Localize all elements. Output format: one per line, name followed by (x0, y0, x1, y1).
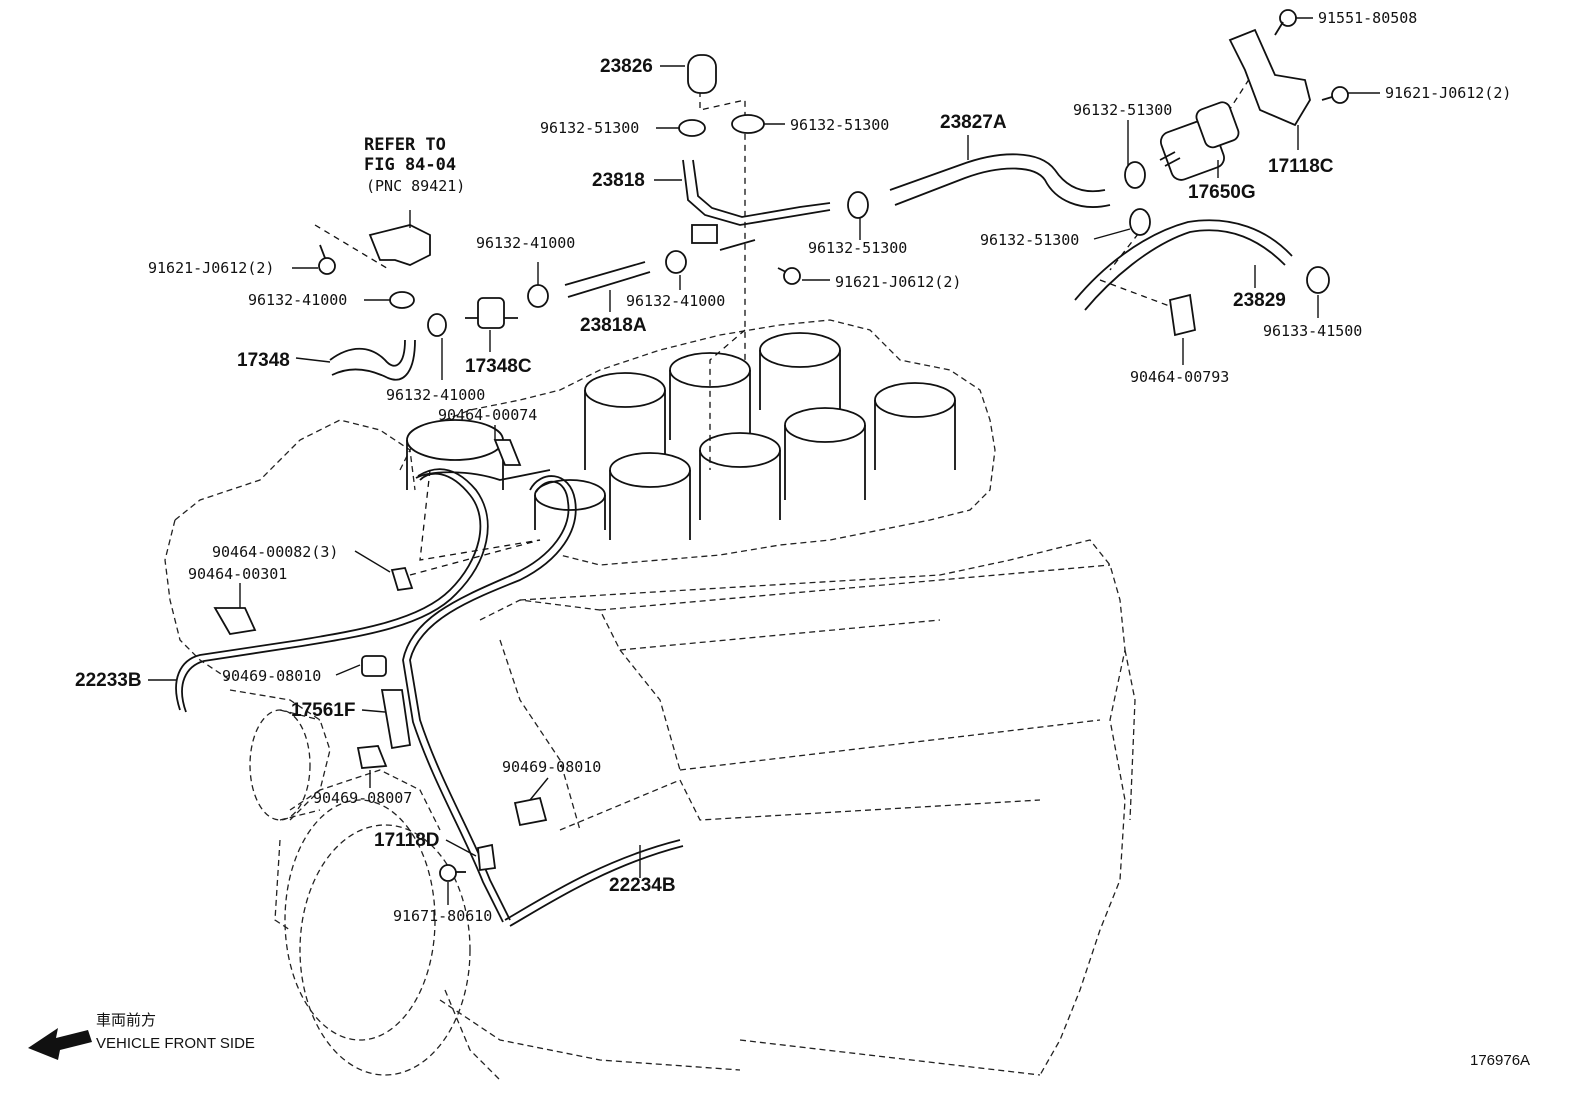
label-91621-J0612-b[interactable]: 91621-J0612(2) (835, 273, 961, 291)
label-90469-08007[interactable]: 90469-08007 (313, 789, 412, 807)
label-90469-08010-a[interactable]: 90469-08010 (222, 667, 321, 685)
reference-line-3: (PNC 89421) (366, 177, 465, 195)
figure-id: 176976A (1470, 1052, 1530, 1069)
engine-outline (164, 319, 1136, 1081)
front-arrow-icon (28, 1028, 92, 1060)
label-96132-51300-e[interactable]: 96132-51300 (980, 231, 1079, 249)
reference-line-2: FIG 84-04 (364, 155, 456, 175)
label-96132-41000-b[interactable]: 96132-41000 (626, 292, 725, 310)
direction-label-en: VEHICLE FRONT SIDE (96, 1035, 255, 1052)
label-17118D[interactable]: 17118D (374, 830, 440, 851)
label-91551-80508[interactable]: 91551-80508 (1318, 9, 1417, 27)
label-96132-41000-a[interactable]: 96132-41000 (476, 234, 575, 252)
label-90469-08010-b[interactable]: 90469-08010 (502, 758, 601, 776)
direction-label-jp: 車両前方 (96, 1012, 156, 1029)
reference-line-1: REFER TO (364, 135, 446, 155)
leader-lines (148, 17, 1380, 905)
part-labels: 23826 96132-51300 96132-51300 23818 2382… (75, 9, 1511, 925)
label-91621-J0612-c[interactable]: 91621-J0612(2) (148, 259, 274, 277)
label-17650G[interactable]: 17650G (1188, 182, 1256, 203)
label-90464-00793[interactable]: 90464-00793 (1130, 368, 1229, 386)
label-96132-41000-c[interactable]: 96132-41000 (248, 291, 347, 309)
label-96133-41500[interactable]: 96133-41500 (1263, 322, 1362, 340)
label-91621-J0612-a[interactable]: 91621-J0612(2) (1385, 84, 1511, 102)
vacuum-lines (175, 468, 684, 927)
vehicle-front-indicator: 車両前方 VEHICLE FRONT SIDE (28, 1012, 255, 1060)
label-17348[interactable]: 17348 (237, 350, 290, 371)
label-23818A[interactable]: 23818A (580, 315, 647, 336)
label-23818[interactable]: 23818 (592, 170, 645, 191)
label-22234B[interactable]: 22234B (609, 875, 676, 896)
label-90464-00074[interactable]: 90464-00074 (438, 406, 537, 424)
label-17561F[interactable]: 17561F (291, 700, 355, 721)
label-17348C[interactable]: 17348C (465, 356, 532, 377)
label-22233B[interactable]: 22233B (75, 670, 142, 691)
reference-note: REFER TO FIG 84-04 (PNC 89421) (364, 135, 465, 195)
label-90464-00082[interactable]: 90464-00082(3) (212, 543, 338, 561)
label-96132-41000-d[interactable]: 96132-41000 (386, 386, 485, 404)
label-96132-51300-c[interactable]: 96132-51300 (1073, 101, 1172, 119)
label-23827A[interactable]: 23827A (940, 112, 1007, 133)
part-shapes (213, 9, 1349, 882)
label-91671-80610[interactable]: 91671-80610 (393, 907, 492, 925)
intake-runners (406, 332, 956, 540)
label-23829[interactable]: 23829 (1233, 290, 1286, 311)
label-96132-51300-d[interactable]: 96132-51300 (808, 239, 907, 257)
label-96132-51300-b[interactable]: 96132-51300 (790, 116, 889, 134)
label-96132-51300-a[interactable]: 96132-51300 (540, 119, 639, 137)
label-90464-00301[interactable]: 90464-00301 (188, 565, 287, 583)
label-17118C[interactable]: 17118C (1268, 156, 1334, 177)
label-23826[interactable]: 23826 (600, 56, 653, 77)
